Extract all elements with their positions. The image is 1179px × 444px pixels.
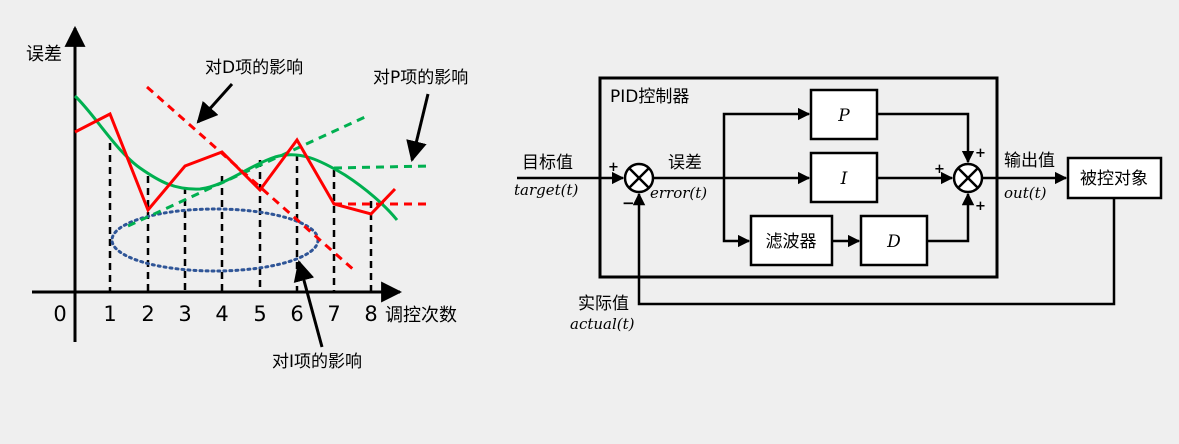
d-effect-label: 对D项的影响 bbox=[205, 58, 303, 78]
derivative-trend-line bbox=[146, 85, 356, 273]
error-label-en: error(t) bbox=[650, 184, 707, 202]
y-axis-label: 误差 bbox=[26, 44, 62, 65]
tick-label-2: 2 bbox=[141, 302, 154, 326]
d-to-sum-wire bbox=[927, 192, 975, 243]
tick-label-1: 1 bbox=[103, 302, 116, 326]
error-summing-junction bbox=[623, 162, 655, 194]
actual-label-cn: 实际值 bbox=[578, 294, 629, 314]
sum1-plus-sign: + bbox=[608, 160, 619, 175]
sum2-i-sign: + bbox=[934, 162, 945, 177]
p-effect-label: 对P项的影响 bbox=[373, 68, 468, 88]
smoothed-error-curve bbox=[73, 94, 399, 221]
filter-branch-wire bbox=[722, 178, 751, 248]
tick-label-0: 0 bbox=[53, 302, 66, 326]
output-label-en: out(t) bbox=[1004, 184, 1047, 202]
tick-label-5: 5 bbox=[253, 302, 266, 326]
tick-label-4: 4 bbox=[215, 302, 228, 326]
signal-wires bbox=[517, 107, 1116, 306]
tick-label-8: 8 bbox=[364, 302, 377, 326]
tick-labels: 0 1 2 3 4 5 6 7 8 bbox=[53, 302, 377, 326]
sum1-minus-sign: − bbox=[622, 194, 635, 212]
plant-block bbox=[1066, 156, 1163, 200]
i-effect-label: 对I项的影响 bbox=[272, 352, 362, 372]
output-label-cn: 输出值 bbox=[1004, 151, 1055, 171]
tick-label-3: 3 bbox=[178, 302, 191, 326]
target-label-cn: 目标值 bbox=[522, 153, 573, 173]
tick-label-7: 7 bbox=[327, 302, 340, 326]
target-label-en: target(t) bbox=[514, 181, 579, 199]
p-block bbox=[809, 88, 879, 141]
x-axis-label: 调控次数 bbox=[385, 305, 457, 326]
d-block-label: D bbox=[886, 232, 901, 252]
p-to-sum-wire bbox=[877, 112, 975, 164]
p-branch-wire bbox=[722, 107, 811, 178]
tick-label-6: 6 bbox=[290, 302, 303, 326]
sum2-d-sign: + bbox=[975, 199, 986, 214]
output-summing-junction bbox=[952, 162, 984, 194]
proportional-hold-line bbox=[333, 164, 431, 170]
pid-controller-title: PID控制器 bbox=[610, 87, 689, 107]
d-block bbox=[859, 214, 929, 267]
filter-block-label: 滤波器 bbox=[766, 232, 817, 252]
i-block-label: I bbox=[840, 169, 848, 189]
plant-block-label: 被控对象 bbox=[1080, 169, 1148, 189]
sum2-p-sign: + bbox=[975, 146, 986, 161]
i-effect-arrow bbox=[293, 259, 324, 348]
p-effect-arrow bbox=[406, 93, 430, 163]
i-block bbox=[809, 151, 879, 204]
p-block-label: P bbox=[837, 106, 850, 126]
error-line bbox=[74, 111, 397, 216]
actual-label-en: actual(t) bbox=[570, 315, 635, 333]
feedback-wire bbox=[632, 192, 1116, 306]
error-label-cn: 误差 bbox=[668, 153, 702, 173]
d-effect-arrow bbox=[196, 82, 234, 124]
error-chart: 误差 调控次数 0 1 2 3 4 5 6 7 8 bbox=[26, 25, 468, 372]
pid-diagram: PID控制器 P I 滤波器 D 被控对象 bbox=[514, 76, 1163, 333]
